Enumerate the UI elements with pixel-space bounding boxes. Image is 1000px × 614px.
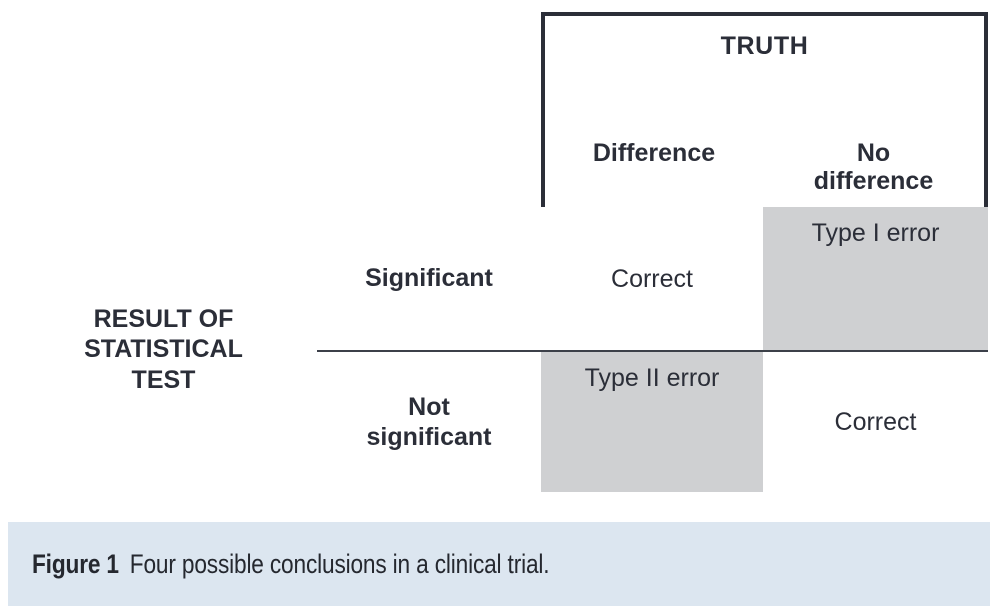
truth-header-label: TRUTH	[720, 32, 809, 60]
cell-not-significant-no-difference: Correct	[763, 352, 988, 492]
row-header-significant: Significant	[317, 207, 543, 352]
column-header-difference-label: Difference	[592, 139, 716, 167]
cell-significant-difference-label: Correct	[611, 264, 693, 293]
cell-not-significant-difference-label: Type II error	[584, 364, 720, 392]
row-header-not-significant: Not significant	[317, 352, 543, 492]
figure-caption-text: Four possible conclusions in a clinical …	[129, 548, 550, 579]
row-group-header-result-of-statistical-test: RESULT OF STATISTICAL TEST	[8, 207, 321, 492]
cell-not-significant-difference: Type II error	[541, 352, 765, 492]
cell-significant-no-difference: Type I error	[763, 207, 988, 352]
truth-column-group-header: TRUTH	[541, 12, 988, 127]
column-header-no-difference-label: No difference	[813, 139, 934, 195]
cell-significant-difference: Correct	[541, 207, 765, 352]
column-header-difference: Difference	[541, 125, 765, 211]
row-header-not-significant-label: Not significant	[366, 392, 492, 452]
row-header-significant-label: Significant	[365, 264, 493, 293]
cell-significant-no-difference-label: Type I error	[811, 219, 940, 247]
row-group-header-label: RESULT OF STATISTICAL TEST	[84, 304, 243, 394]
figure-caption: Figure 1 Four possible conclusions in a c…	[32, 548, 550, 580]
figure-caption-bar: Figure 1 Four possible conclusions in a c…	[8, 522, 990, 606]
column-header-no-difference: No difference	[763, 125, 988, 211]
cell-not-significant-no-difference-label: Correct	[834, 408, 917, 436]
figure-caption-label: Figure 1	[32, 548, 119, 579]
